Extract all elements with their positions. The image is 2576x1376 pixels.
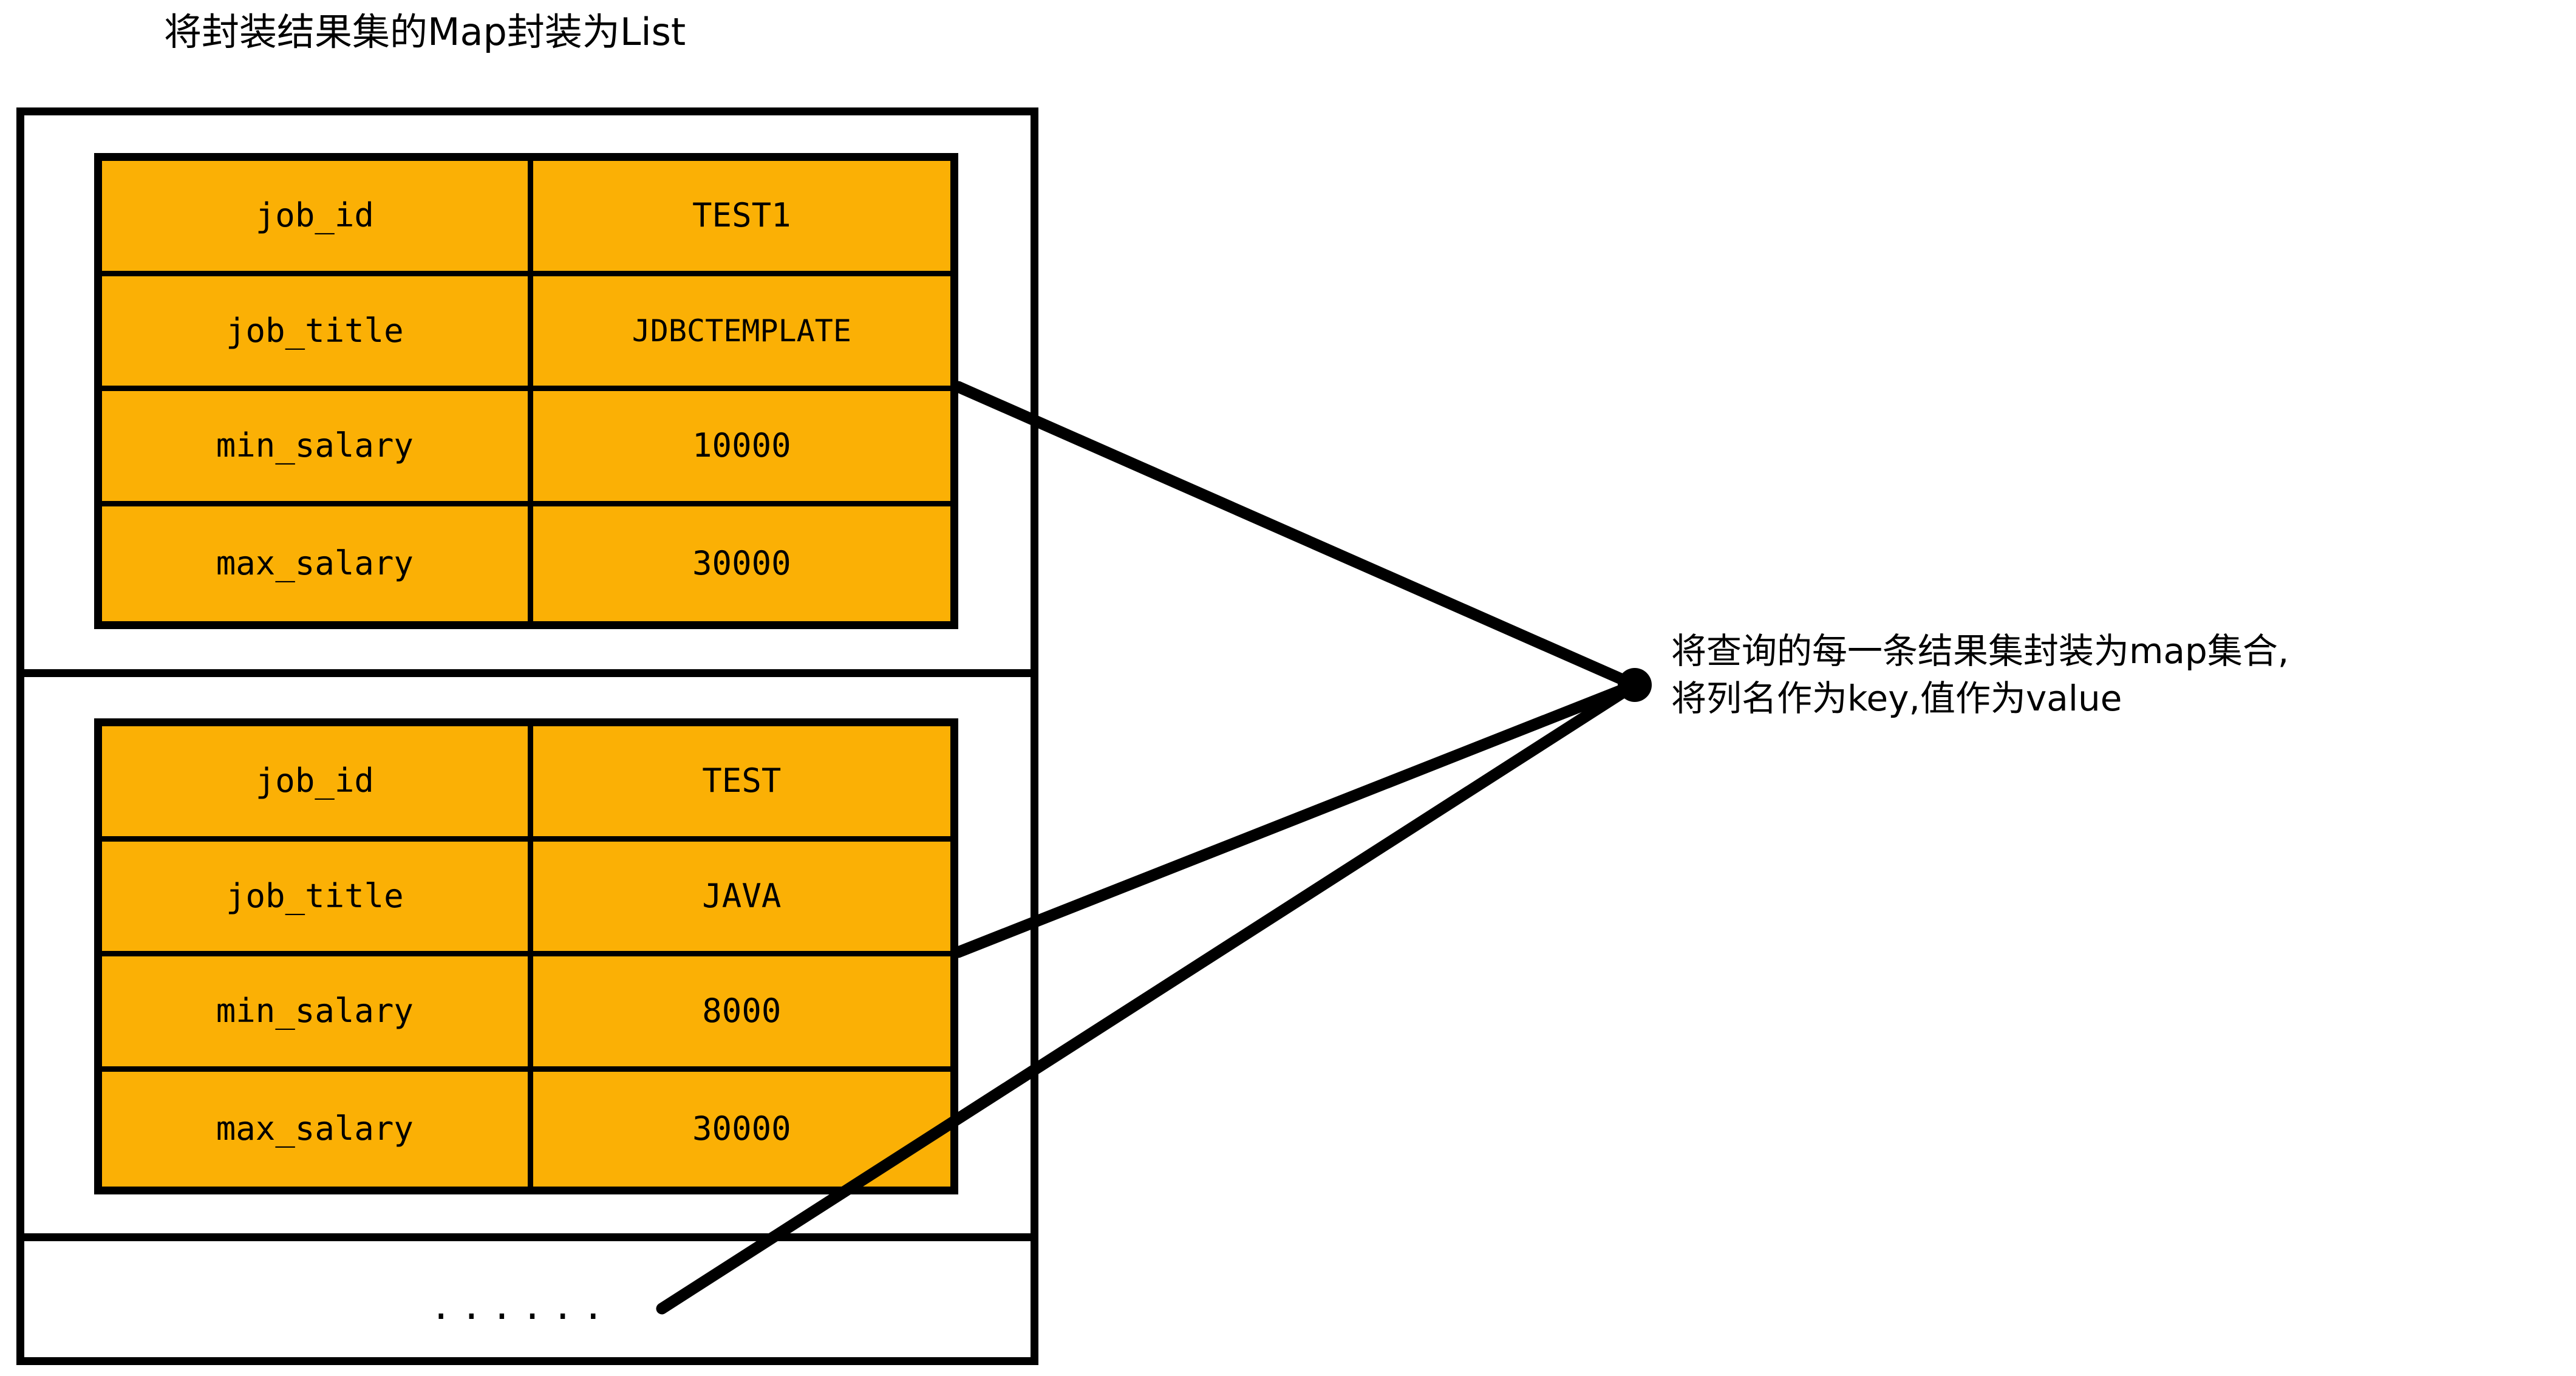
map-key-cell: max_salary — [102, 1071, 533, 1187]
map-key-cell: min_salary — [102, 391, 533, 501]
annotation-line-1: 将查询的每一条结果集封装为map集合, — [1671, 630, 2289, 672]
map-value-cell: TEST1 — [533, 161, 950, 271]
map-key-cell: job_id — [102, 161, 533, 271]
map-value-cell: 30000 — [533, 506, 950, 621]
table-row: max_salary 30000 — [102, 1071, 950, 1187]
list-divider-2 — [16, 1233, 1038, 1241]
map-value-cell: 30000 — [533, 1071, 950, 1187]
table-row: job_id TEST1 — [102, 161, 950, 276]
map-key-cell: job_title — [102, 841, 533, 951]
map-entry-2-table: job_id TEST job_title JAVA min_salary 80… — [94, 718, 958, 1194]
annotation-text: 将查询的每一条结果集封装为map集合, 将列名作为key,值作为value — [1671, 627, 2558, 722]
table-row: job_title JAVA — [102, 841, 950, 956]
table-row: job_title JDBCTEMPLATE — [102, 276, 950, 391]
map-value-cell: 10000 — [533, 391, 950, 501]
map-value-cell: TEST — [533, 726, 950, 836]
list-divider-1 — [16, 669, 1038, 677]
table-row: min_salary 8000 — [102, 956, 950, 1072]
connector-line-entry-2 — [952, 679, 1641, 958]
table-row: max_salary 30000 — [102, 506, 950, 621]
map-value-cell: JDBCTEMPLATE — [533, 276, 950, 386]
map-key-cell: max_salary — [102, 506, 533, 621]
map-key-cell: job_title — [102, 276, 533, 386]
map-key-cell: job_id — [102, 726, 533, 836]
table-row: job_id TEST — [102, 726, 950, 842]
annotation-line-2: 将列名作为key,值作为value — [1671, 678, 2122, 719]
map-hub-node — [1618, 668, 1652, 702]
map-key-cell: min_salary — [102, 956, 533, 1066]
table-row: min_salary 10000 — [102, 391, 950, 506]
ellipsis-text: ...... — [430, 1286, 613, 1328]
map-value-cell: 8000 — [533, 956, 950, 1066]
map-value-cell: JAVA — [533, 841, 950, 951]
connector-line-entry-1 — [952, 381, 1641, 691]
map-entry-1-table: job_id TEST1 job_title JDBCTEMPLATE min_… — [94, 153, 958, 629]
page-title: 将封装结果集的Map封装为List — [164, 10, 686, 54]
more-entries-indicator: ...... — [16, 1241, 1038, 1365]
